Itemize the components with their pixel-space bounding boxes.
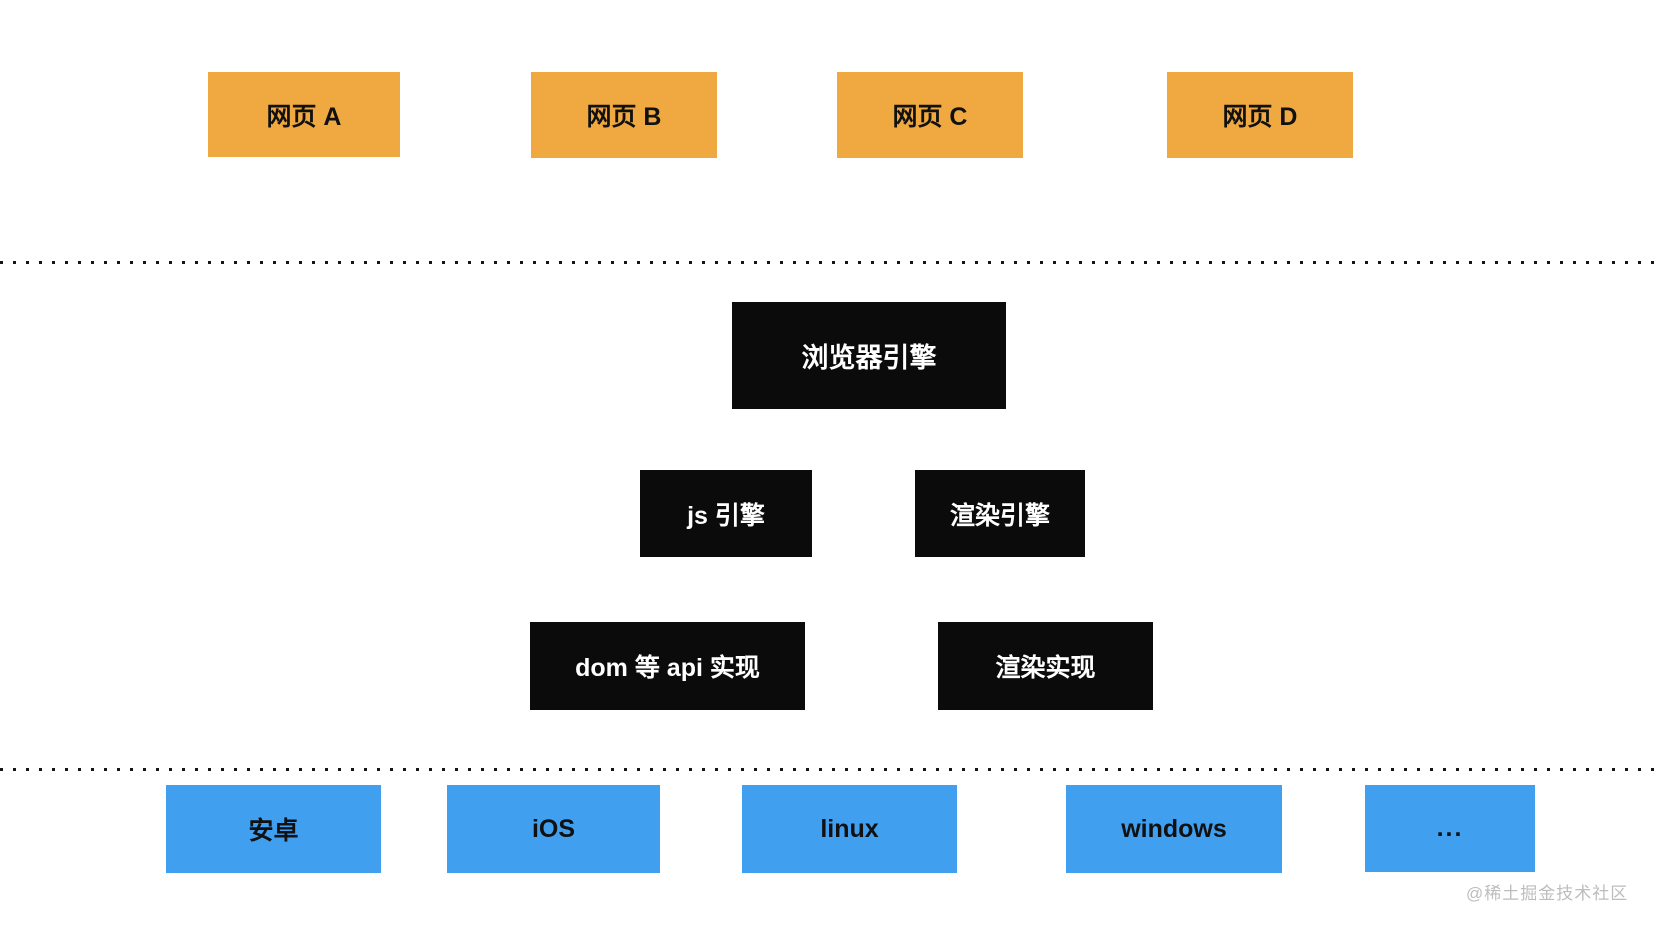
webpage-a-node: 网页 A xyxy=(208,72,400,157)
platform-android-node: 安卓 xyxy=(166,785,381,873)
dom-api-implementation-node: dom 等 api 实现 xyxy=(530,622,805,710)
platform-more-node: ... xyxy=(1365,785,1535,872)
render-engine-node: 渲染引擎 xyxy=(915,470,1085,557)
webpage-b-node: 网页 B xyxy=(531,72,717,158)
dotted-divider-top xyxy=(0,261,1656,264)
dotted-divider-bottom xyxy=(0,768,1656,771)
platform-windows-node: windows xyxy=(1066,785,1282,873)
js-engine-node: js 引擎 xyxy=(640,470,812,557)
platform-linux-node: linux xyxy=(742,785,957,873)
browser-engine-node: 浏览器引擎 xyxy=(732,302,1006,409)
platform-ios-node: iOS xyxy=(447,785,660,873)
webpage-d-node: 网页 D xyxy=(1167,72,1353,158)
webpage-c-node: 网页 C xyxy=(837,72,1023,158)
render-implementation-node: 渲染实现 xyxy=(938,622,1153,710)
watermark-text: @稀土掘金技术社区 xyxy=(1466,884,1629,903)
